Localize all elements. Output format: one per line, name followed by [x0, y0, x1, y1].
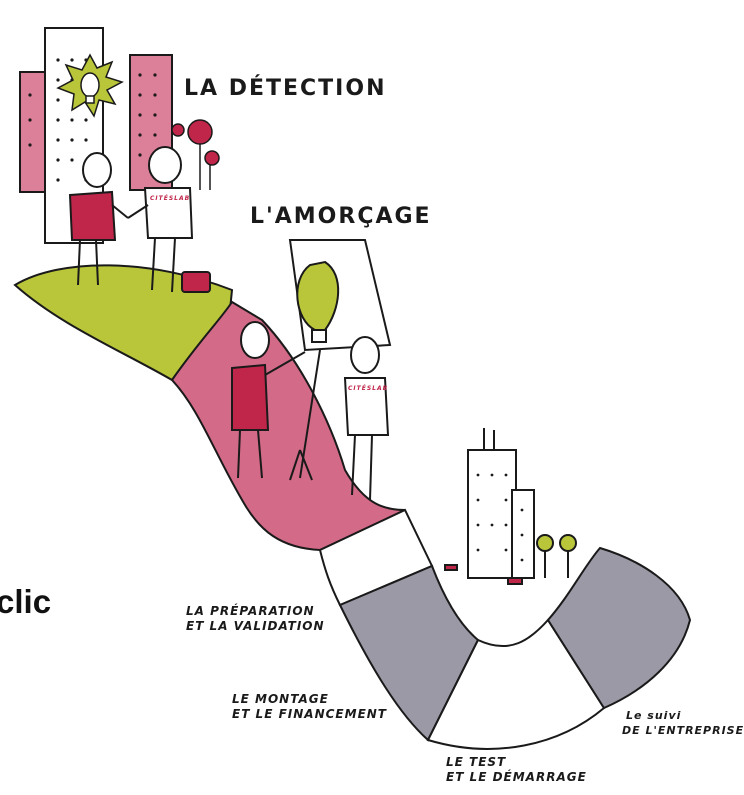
tshirt-logo-1: CITÉSLAB	[150, 195, 191, 202]
label-montage-line1: LE MONTAGE	[232, 692, 329, 706]
path-white-bottom	[426, 618, 606, 750]
label-suivi: Le suivi DE L'ENTREPRISE	[622, 708, 744, 738]
label-test: LE TEST ET LE DÉMARRAGE	[446, 755, 587, 785]
label-montage: LE MONTAGE ET LE FINANCEMENT	[232, 692, 387, 722]
handshake-people	[68, 146, 211, 293]
label-detection: LA DÉTECTION	[184, 76, 387, 101]
cut-off-text: clic	[0, 583, 52, 620]
label-test-line2: ET LE DÉMARRAGE	[446, 770, 587, 784]
flipchart	[288, 239, 392, 481]
label-montage-line2: ET LE FINANCEMENT	[232, 707, 387, 721]
presenting-people	[231, 321, 390, 501]
label-preparation-line1: LA PRÉPARATION	[186, 604, 315, 618]
label-preparation: LA PRÉPARATION ET LA VALIDATION	[186, 604, 325, 634]
idea-starburst-icon	[56, 53, 124, 118]
label-amorcage: L'AMORÇAGE	[250, 204, 432, 229]
label-preparation-line2: ET LA VALIDATION	[186, 619, 325, 633]
label-suivi-line2: DE L'ENTREPRISE	[622, 724, 744, 737]
tshirt-logo-2: CITÉSLAB	[348, 385, 389, 392]
label-test-line1: LE TEST	[446, 755, 507, 769]
trees-top	[171, 119, 220, 190]
buildings-right	[444, 428, 577, 585]
path-grey-segment-2	[546, 546, 692, 710]
label-suivi-line1: Le suivi	[626, 709, 682, 722]
path-pink-segment	[170, 300, 406, 552]
